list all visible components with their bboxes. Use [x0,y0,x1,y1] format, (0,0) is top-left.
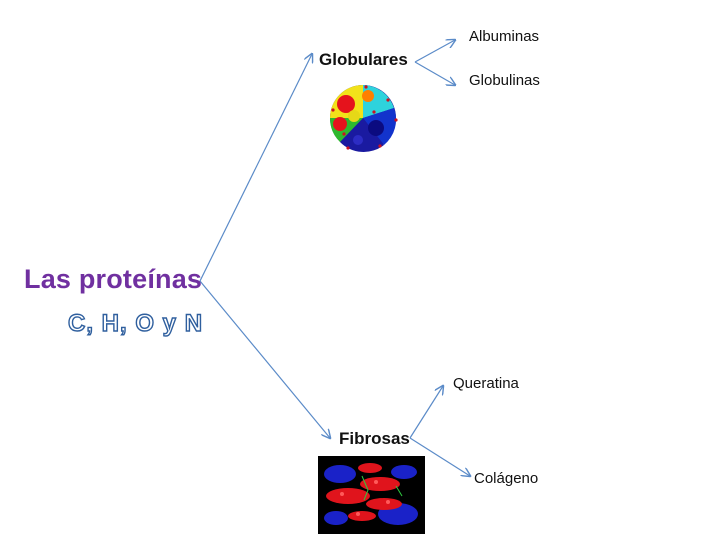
diagram-title: Las proteínas [24,264,203,294]
connector-to-globulinas [414,61,455,85]
fibrosas-connectors [409,386,470,476]
leaf-queratina: Queratina [453,375,519,392]
root-connectors [199,54,330,438]
fibrous-protein-image [318,456,425,534]
globulares-connectors [414,40,455,85]
globular-protein-image [318,82,410,154]
connector-to-fibrosas [199,280,330,438]
leaf-albuminas: Albuminas [469,28,540,45]
connector-to-colageno [409,437,470,476]
leaf-colageno: Colágeno [474,470,539,487]
leaf-globulinas: Globulinas [469,72,540,89]
connector-to-albuminas [414,40,455,63]
connector-to-globulares [199,54,312,282]
connector-to-queratina [409,386,443,439]
category-fibrosas: Fibrosas [339,429,410,448]
elements-subtitle: C, H, O y N [67,309,204,337]
category-globulares: Globulares [319,50,408,69]
